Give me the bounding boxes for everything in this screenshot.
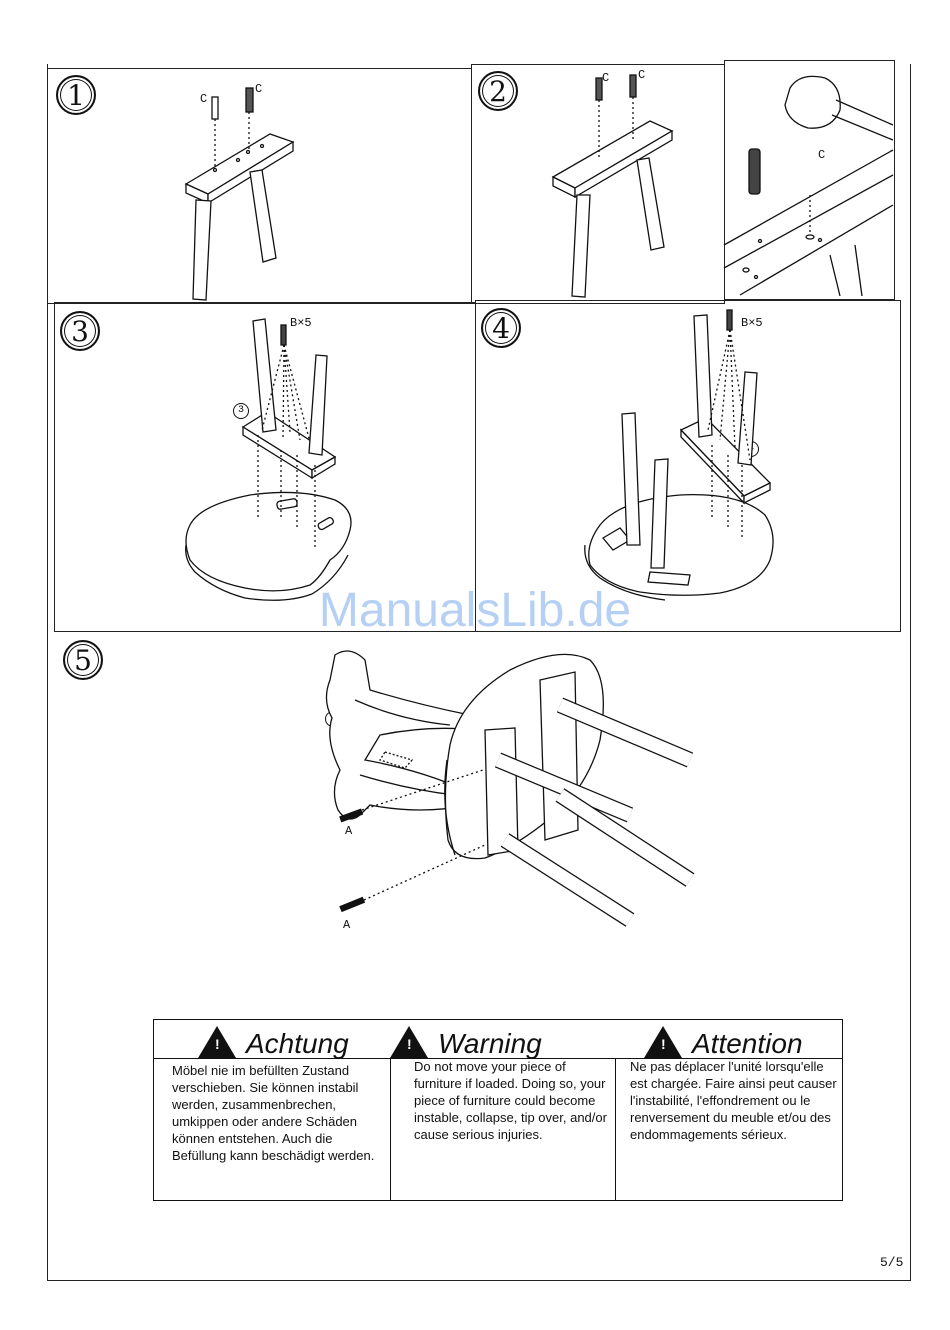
part-label-b-x5: B×5	[741, 316, 763, 330]
column-divider	[615, 1058, 616, 1200]
header-rule	[154, 1058, 842, 1059]
callout-3: 3	[233, 403, 249, 419]
step-3-drawing	[185, 318, 352, 601]
step-2-detail-drawing	[723, 75, 894, 297]
part-label-c: C	[602, 71, 610, 85]
page-frame	[47, 64, 911, 1281]
warning-text-en: Do not move your piece of furniture if l…	[414, 1059, 607, 1142]
part-label-a: A	[345, 824, 353, 838]
part-label-c: C	[818, 148, 826, 162]
warning-title-en: Warning	[438, 1028, 542, 1059]
warning-title-fr: Attention	[692, 1028, 803, 1059]
warning-triangle-icon: !	[644, 1026, 682, 1058]
warning-header-de: ! Achtung	[198, 1020, 349, 1058]
part-label-c: C	[200, 92, 208, 106]
step-number-2: 2	[478, 71, 518, 111]
warning-header-fr: ! Attention	[644, 1020, 803, 1058]
warning-header-en: ! Warning	[390, 1020, 542, 1058]
part-label-c: C	[638, 68, 646, 82]
warning-text-de: Möbel nie im befüllten Zustand verschieb…	[172, 1063, 375, 1163]
column-divider	[390, 1058, 391, 1200]
step-number-4: 4	[481, 308, 521, 348]
warning-box: ! Achtung ! Warning ! Attention Möbel ni…	[153, 1019, 843, 1201]
step-number-3: 3	[60, 311, 100, 351]
step-4-drawing	[584, 309, 774, 601]
warning-triangle-icon: !	[390, 1026, 428, 1058]
panel-step-4	[475, 300, 901, 632]
panel-step-2-detail	[724, 60, 895, 300]
warning-title-de: Achtung	[246, 1028, 349, 1059]
step-5-drawing	[325, 650, 695, 927]
step-number-1: 1	[56, 75, 96, 115]
part-label-b-x5: B×5	[290, 316, 312, 330]
watermark: ManualsLib.de	[318, 584, 632, 637]
step-2-drawing	[551, 74, 674, 298]
warning-triangle-icon: !	[198, 1026, 236, 1058]
step-number-5: 5	[63, 640, 103, 680]
part-label-a: A	[343, 918, 351, 932]
page-number: 5/5	[880, 1255, 904, 1270]
warning-text-fr: Ne pas déplacer l'unité lorsqu'elle est …	[630, 1059, 837, 1142]
part-label-c: C	[255, 82, 263, 96]
step-1-drawing	[184, 87, 295, 301]
